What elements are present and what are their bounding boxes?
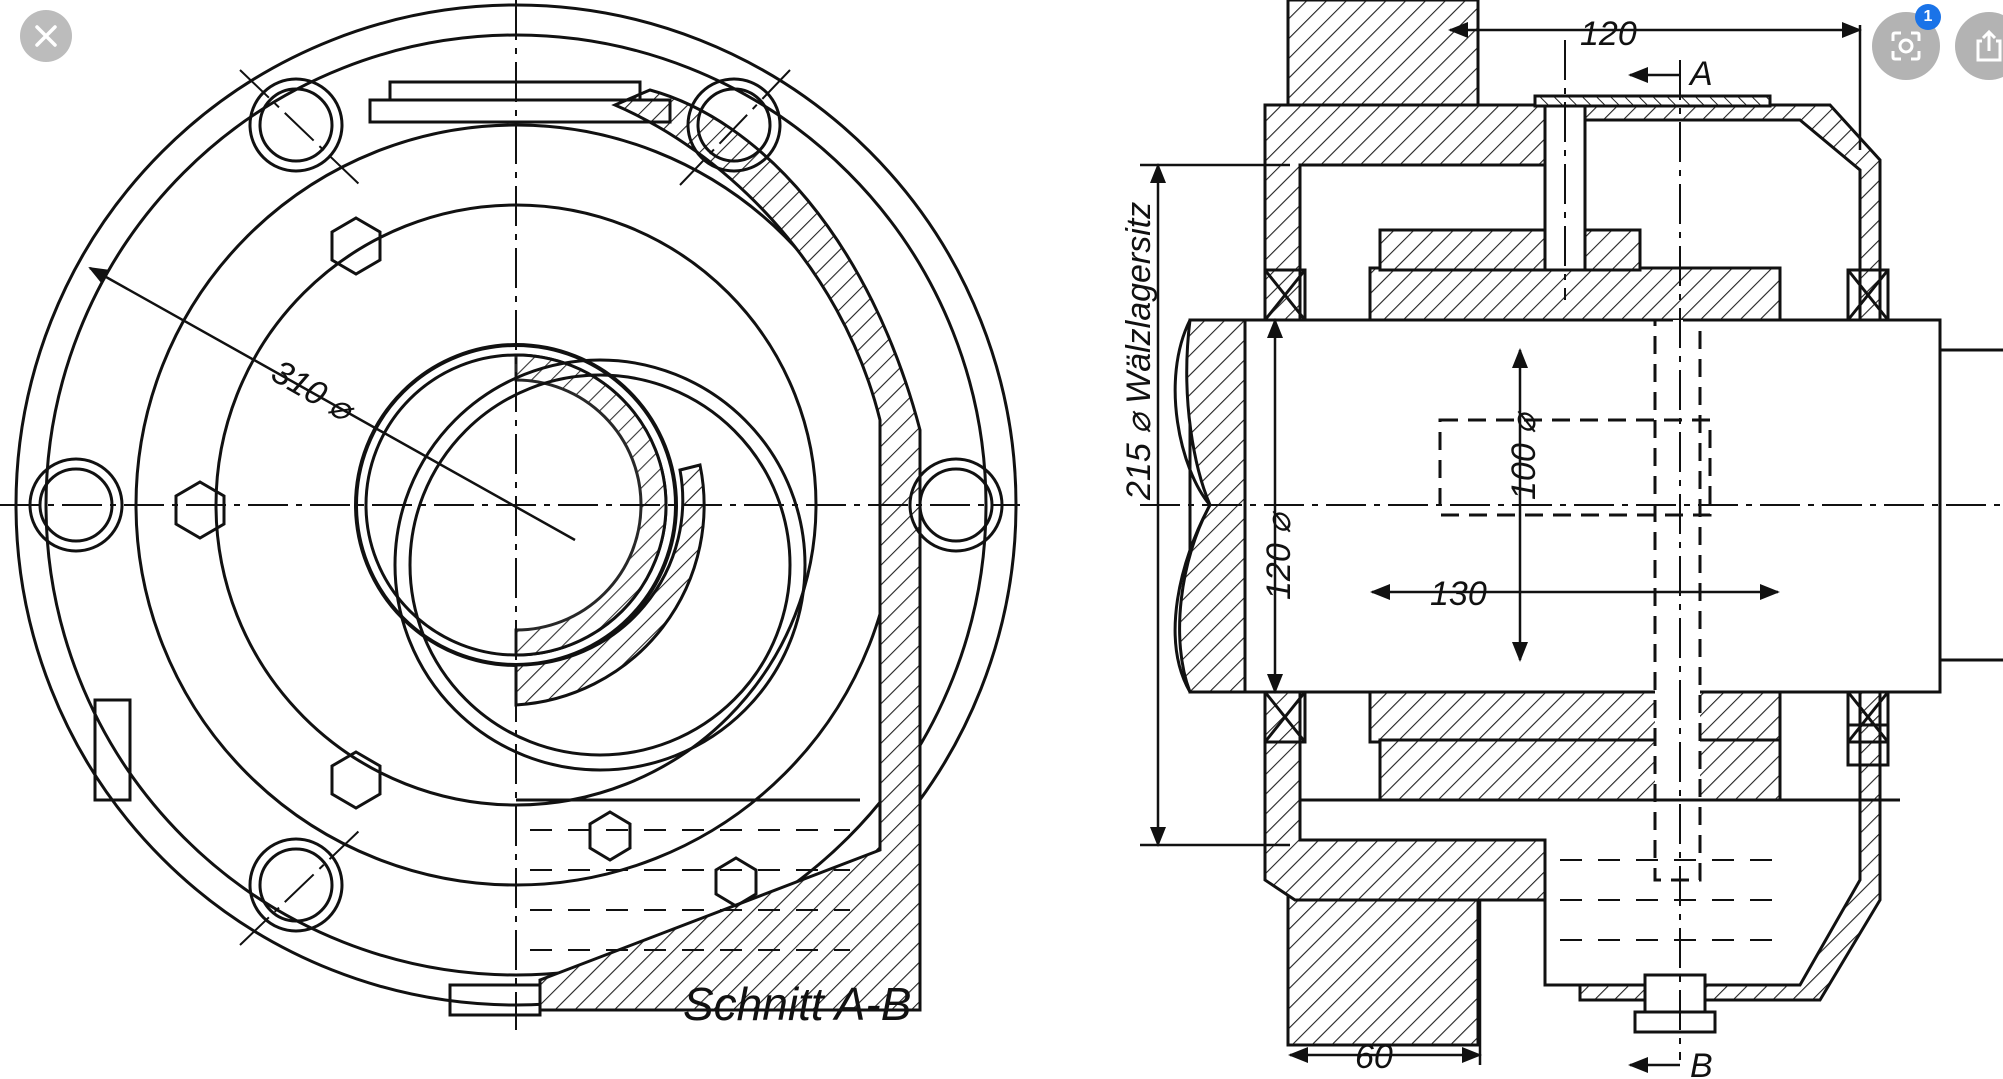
- share-button[interactable]: [1955, 12, 2003, 80]
- lens-icon: [1891, 31, 1921, 61]
- outer-diameter-label: 310 ⌀: [265, 353, 362, 431]
- inner-diameter-label: 100 ⌀: [1505, 410, 1543, 500]
- bore-length-label: 130: [1430, 575, 1487, 613]
- lens-badge: 1: [1915, 4, 1941, 30]
- flange-width-label: 60: [1355, 1038, 1393, 1076]
- section-b-label: B: [1690, 1047, 1713, 1079]
- close-button[interactable]: [20, 10, 72, 62]
- section-a-label: A: [1688, 55, 1713, 93]
- top-width-label: 120: [1580, 15, 1637, 53]
- section-caption: Schnitt A-B: [683, 978, 911, 1030]
- bearing-seat-label: 215 ⌀ Wälzlagersitz: [1120, 202, 1158, 501]
- share-icon: [1976, 29, 2002, 62]
- shaft-diameter-label: 120 ⌀: [1260, 510, 1298, 600]
- close-icon: [35, 25, 57, 47]
- side-section-view: [1173, 0, 2003, 1047]
- front-section-view: [14, 3, 1018, 1017]
